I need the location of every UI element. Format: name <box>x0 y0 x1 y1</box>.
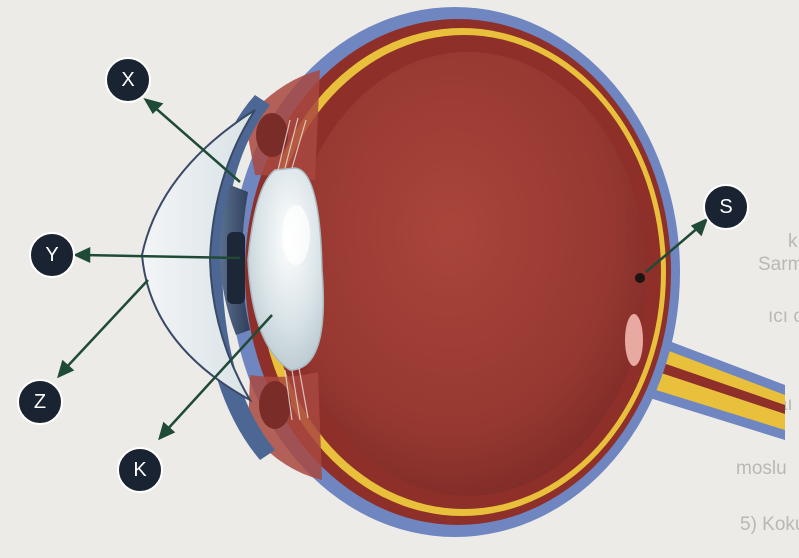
blind-spot <box>625 314 643 366</box>
marker-x: X <box>106 58 150 102</box>
vitreous-body <box>290 52 646 496</box>
fovea <box>635 273 645 283</box>
marker-k-label: K <box>133 459 147 481</box>
marker-z-label: Z <box>34 391 46 413</box>
bg-text-line-1-right: k <box>788 231 798 252</box>
pupil <box>227 232 245 304</box>
lens-highlight <box>282 205 310 265</box>
bg-text-line-2: ıcı o <box>768 306 799 327</box>
arrow-y-head <box>76 249 89 261</box>
marker-y: Y <box>30 233 74 277</box>
marker-k: K <box>118 448 162 492</box>
marker-s-label: S <box>719 196 732 218</box>
bg-text-line-1: Sarmu <box>758 254 799 275</box>
bg-text-line-5: 5) Koku algılayan hücreler ahrılık de it… <box>740 514 799 535</box>
ciliary-muscle-bottom <box>259 381 291 429</box>
marker-y-label: Y <box>45 244 58 266</box>
marker-s: S <box>704 185 748 229</box>
marker-x-label: X <box>121 69 134 91</box>
arrow-z <box>64 280 148 370</box>
marker-z: Z <box>18 380 62 424</box>
bg-text-line-4: moslu <box>736 458 787 479</box>
